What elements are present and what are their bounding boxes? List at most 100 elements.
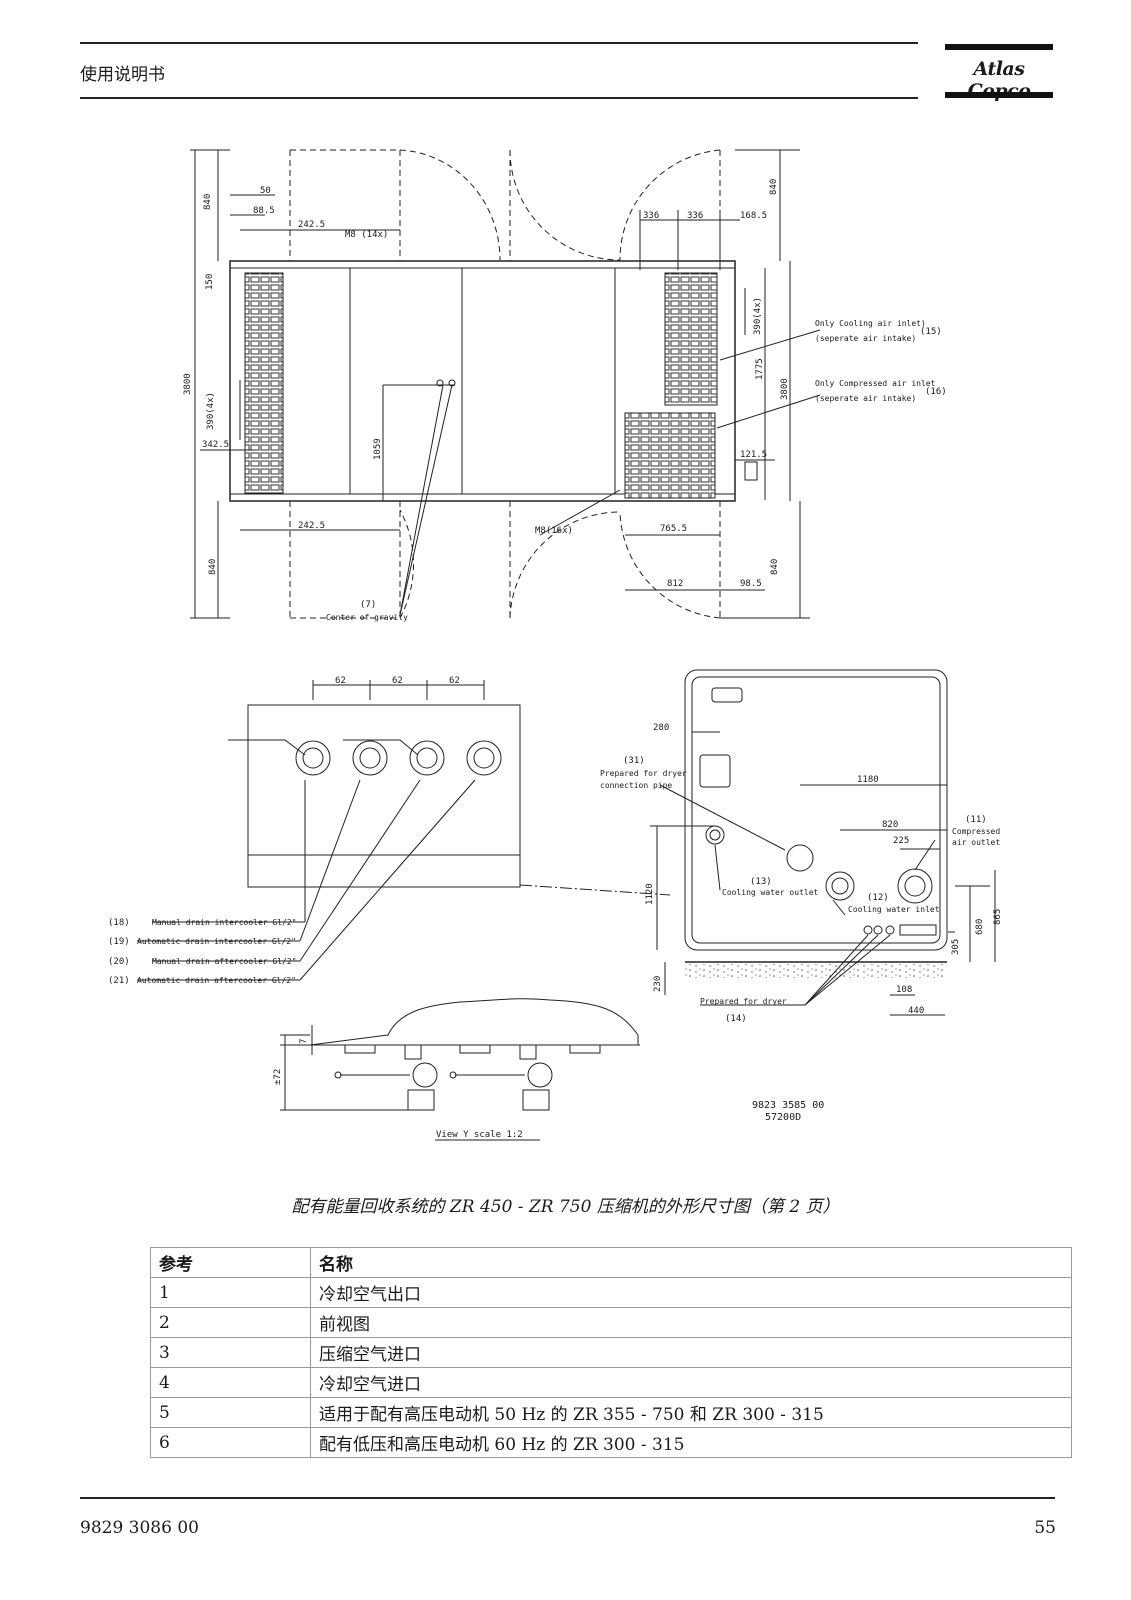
callout-7-num: (7)	[360, 600, 376, 610]
dim-230: 230	[653, 976, 663, 992]
table-row: 6 配有低压和高压电动机 60 Hz 的 ZR 300 - 315	[150, 1427, 1072, 1458]
dim-m8-14x: M8 (14x)	[345, 230, 388, 240]
view-y	[280, 998, 640, 1141]
dim-305: 305	[951, 939, 961, 955]
callout-13-num: (13)	[750, 877, 772, 887]
dim-336-b: 336	[687, 211, 703, 221]
dim-98-5: 98.5	[740, 579, 762, 589]
reference-table: 参考 名称 1 冷却空气出口 2 前视图 3 压缩空气进口 4 冷却空气进口 5…	[150, 1247, 1072, 1458]
manual-title: 使用说明书	[80, 65, 165, 85]
row-ref: 1	[150, 1277, 311, 1308]
drain-label-18-num: (18)	[108, 918, 130, 928]
drain-detail-view	[137, 680, 671, 981]
dim-1180: 1180	[857, 775, 879, 785]
dim-m8-16x: M8(16x)	[535, 526, 573, 536]
dim-390-right: 390(4x)	[753, 297, 763, 335]
drain-label-20-num: (20)	[108, 957, 130, 967]
dim-3800-left: 3800	[183, 373, 193, 395]
table-row: 5 适用于配有高压电动机 50 Hz 的 ZR 355 - 750 和 ZR 3…	[150, 1397, 1072, 1428]
callout-11-num: (11)	[965, 815, 987, 825]
dim-62-c: 62	[449, 676, 460, 686]
callout-12-num: (12)	[867, 893, 889, 903]
dim-342-5: 342.5	[202, 440, 229, 450]
row-name: 冷却空气出口	[310, 1277, 1072, 1308]
callout-15-line2: (seperate air intake)	[815, 334, 916, 343]
header-name: 名称	[310, 1247, 1072, 1278]
row-name: 冷却空气进口	[310, 1367, 1072, 1398]
dim-1059: 1059	[373, 438, 383, 460]
dim-242-5-bottom: 242.5	[298, 521, 325, 531]
row-ref: 6	[150, 1427, 311, 1458]
callout-11-line2: air outlet	[952, 838, 1000, 847]
row-name: 适用于配有高压电动机 50 Hz 的 ZR 355 - 750 和 ZR 300…	[310, 1397, 1072, 1428]
dim-812: 812	[667, 579, 683, 589]
dim-865: 865	[993, 909, 1000, 925]
row-ref: 3	[150, 1337, 311, 1368]
document-number: 9829 3086 00	[80, 1518, 199, 1538]
row-name: 配有低压和高压电动机 60 Hz 的 ZR 300 - 315	[310, 1427, 1072, 1458]
drain-label-19-text: Automatic drain intercooler Gl/2"	[137, 937, 296, 946]
page-number: 55	[1034, 1518, 1056, 1538]
dim-72: ±72	[273, 1069, 283, 1085]
dim-62-b: 62	[392, 676, 403, 686]
dimension-drawing: 840 50 88.5 242.5 M8 (14x) 336 336 168.5…	[108, 149, 1000, 1141]
dim-336-a: 336	[643, 211, 659, 221]
table-row: 4 冷却空气进口	[150, 1367, 1072, 1398]
header-rule-top	[80, 42, 918, 44]
top-view	[190, 149, 821, 619]
side-view	[650, 669, 996, 1016]
row-ref: 5	[150, 1397, 311, 1428]
table-row: 1 冷却空气出口	[150, 1277, 1072, 1308]
dim-168-5: 168.5	[740, 211, 767, 221]
dim-840-tl: 840	[203, 194, 213, 210]
dim-121-5: 121.5	[740, 450, 767, 460]
callout-11-line1: Compressed	[952, 827, 1000, 836]
atlas-copco-logo: Atlas Copco	[945, 44, 1053, 102]
view-y-label: View Y scale 1:2	[436, 1130, 523, 1140]
callout-14-num: (14)	[725, 1014, 747, 1024]
row-ref: 4	[150, 1367, 311, 1398]
dim-1120: 1120	[645, 883, 655, 905]
dim-7: 7	[299, 1039, 309, 1044]
dim-62-a: 62	[335, 676, 346, 686]
dim-150: 150	[205, 274, 215, 290]
row-name: 压缩空气进口	[310, 1337, 1072, 1368]
callout-16-line2: (seperate air intake)	[815, 394, 916, 403]
drain-label-20-text: Manual drain aftercooler Gl/2"	[152, 957, 297, 966]
callout-13-text: Cooling water outlet	[722, 888, 819, 897]
callout-15-line1: Only Cooling air inlet)	[815, 319, 926, 328]
dim-280: 280	[653, 723, 669, 733]
dim-390-left: 390(4x)	[206, 392, 216, 430]
callout-31-line2: connection pipe	[600, 781, 672, 790]
dim-242-5-top: 242.5	[298, 220, 325, 230]
dim-225: 225	[893, 836, 909, 846]
drain-label-21-num: (21)	[108, 976, 130, 986]
table-header-row: 参考 名称	[150, 1247, 1072, 1278]
drawing-revision: 57200D	[765, 1112, 801, 1123]
row-name: 前视图	[310, 1307, 1072, 1338]
dim-840-bl: 840	[208, 559, 218, 575]
dim-765-5: 765.5	[660, 524, 687, 534]
dim-1775: 1775	[755, 358, 765, 380]
dim-108: 108	[896, 985, 912, 995]
header-rule-bottom	[80, 97, 918, 99]
callout-16-line1: Only Compressed air inlet	[815, 379, 936, 388]
callout-7-text: Center of gravity	[326, 613, 408, 622]
drawing-number: 9823 3585 00	[752, 1100, 824, 1111]
callout-15-num: (15)	[920, 327, 942, 337]
dim-440: 440	[908, 1006, 924, 1016]
callout-31-line1: Prepared for dryer	[600, 769, 687, 778]
drain-label-19-num: (19)	[108, 937, 130, 947]
callout-16-num: (16)	[925, 387, 947, 397]
row-ref: 2	[150, 1307, 311, 1338]
figure-caption: 配有能量回收系统的 ZR 450 - ZR 750 压缩机的外形尺寸图（第 2 …	[291, 1197, 840, 1217]
drain-label-21-text: Automatic drain aftercooler Gl/2"	[137, 976, 296, 985]
dim-840-br: 840	[770, 559, 780, 575]
dim-3800-right: 3800	[780, 378, 790, 400]
dim-840-tr: 840	[769, 179, 779, 195]
dim-680: 680	[975, 919, 985, 935]
drain-label-18-text: Manual drain intercooler Gl/2"	[152, 918, 297, 927]
table-row: 2 前视图	[150, 1307, 1072, 1338]
callout-31-num: (31)	[623, 756, 645, 766]
table-row: 3 压缩空气进口	[150, 1337, 1072, 1368]
